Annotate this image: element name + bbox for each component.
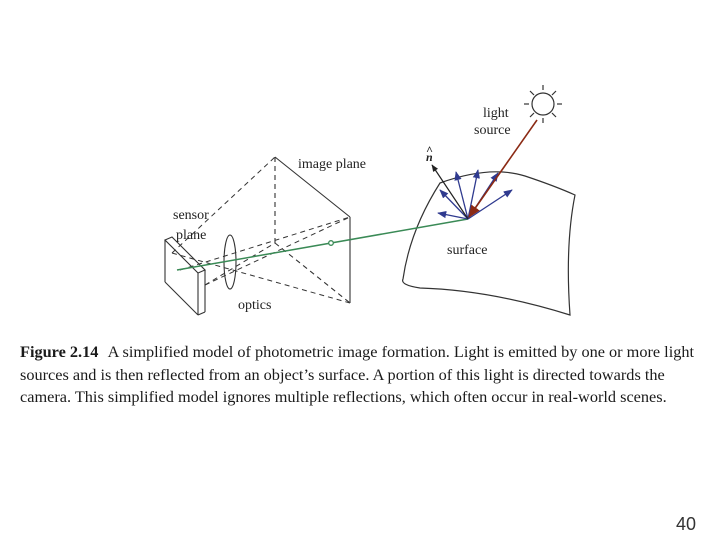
- sensor-plane-box: [164, 236, 206, 316]
- incident-light-ray: [468, 119, 538, 219]
- light-source-label-line2: source: [474, 123, 511, 138]
- light-source-label-line1: light: [483, 106, 509, 121]
- surface-shape: [402, 171, 576, 316]
- projection-lines: [171, 156, 351, 304]
- photometric-diagram: light source ^ n image plane sensor plan…: [164, 85, 576, 316]
- sensor-plane-label-line2: plane: [176, 228, 206, 243]
- caption-text: A simplified model of photometric image …: [20, 342, 695, 406]
- surface-label: surface: [447, 243, 487, 258]
- sensor-plane-label-line1: sensor: [173, 208, 209, 223]
- figure-caption: Figure 2.14 A simplified model of photom…: [20, 341, 705, 409]
- sun-icon: [524, 85, 562, 123]
- ray-point: [328, 240, 334, 246]
- image-plane-label: image plane: [298, 157, 366, 172]
- image-plane: [274, 156, 351, 304]
- normal-hat: ^: [426, 143, 433, 157]
- ray-to-camera: [176, 218, 469, 271]
- optics-label: optics: [238, 298, 271, 313]
- normal-vector: [431, 164, 469, 220]
- reflection-arrows: [437, 169, 513, 220]
- figure-label: Figure 2.14: [20, 342, 99, 361]
- normal-label: n: [426, 150, 433, 164]
- page-number: 40: [676, 514, 697, 534]
